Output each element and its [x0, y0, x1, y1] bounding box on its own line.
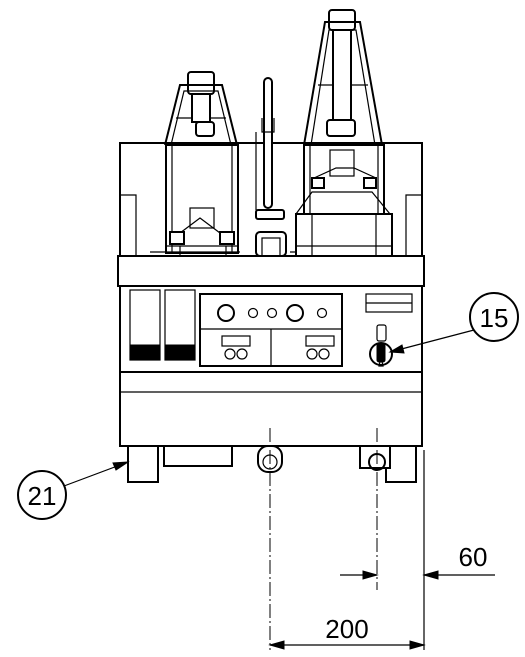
dimension-label-60: 60	[459, 542, 488, 572]
callout-21: 21	[17, 461, 130, 520]
left-fryer-basket	[164, 71, 239, 256]
callout-15: 15	[388, 292, 519, 354]
dimension-leg-spacing: 200	[268, 614, 426, 650]
nameplate	[365, 293, 413, 313]
button-icon	[306, 348, 318, 360]
right-fryer-basket	[295, 9, 393, 257]
center-hanger-rod	[255, 77, 287, 257]
button-icon	[318, 348, 330, 360]
knob-right-icon	[286, 304, 304, 322]
callout-label-21: 21	[28, 481, 57, 511]
dimension-leg-offset: 60	[340, 542, 495, 580]
control-panel	[199, 293, 343, 367]
left-side-panels	[129, 289, 196, 361]
lamp-icon	[247, 307, 259, 319]
lamp-icon	[316, 307, 328, 319]
lamp-icon	[266, 307, 278, 319]
knob-left-icon	[217, 304, 235, 322]
button-icon	[224, 348, 236, 360]
legs	[127, 445, 417, 483]
display-right	[305, 335, 335, 347]
dimension-label-200: 200	[325, 614, 368, 644]
centerlines	[269, 428, 425, 650]
display-left	[221, 335, 251, 347]
button-icon	[236, 348, 248, 360]
callout-label-15: 15	[480, 303, 509, 333]
key-switch	[369, 324, 393, 367]
